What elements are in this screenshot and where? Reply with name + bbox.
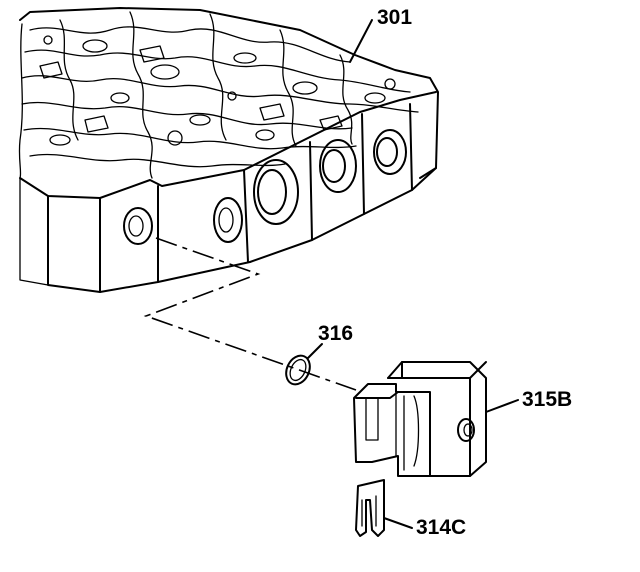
assembly-path-line xyxy=(143,237,357,391)
callout-leaders xyxy=(307,19,519,529)
leader-316 xyxy=(307,343,323,359)
leader-315b xyxy=(485,399,519,413)
valve-body-channels xyxy=(21,11,419,179)
o-ring xyxy=(285,354,311,386)
valve-body xyxy=(18,7,439,293)
callout-label-316: 316 xyxy=(318,322,353,345)
solenoid xyxy=(353,361,487,477)
callout-label-315b: 315B xyxy=(522,388,572,411)
callout-label-301: 301 xyxy=(377,6,412,29)
leader-314c xyxy=(383,517,413,529)
callout-label-314c: 314C xyxy=(416,516,466,539)
clip xyxy=(355,479,385,537)
leader-301 xyxy=(349,19,373,63)
